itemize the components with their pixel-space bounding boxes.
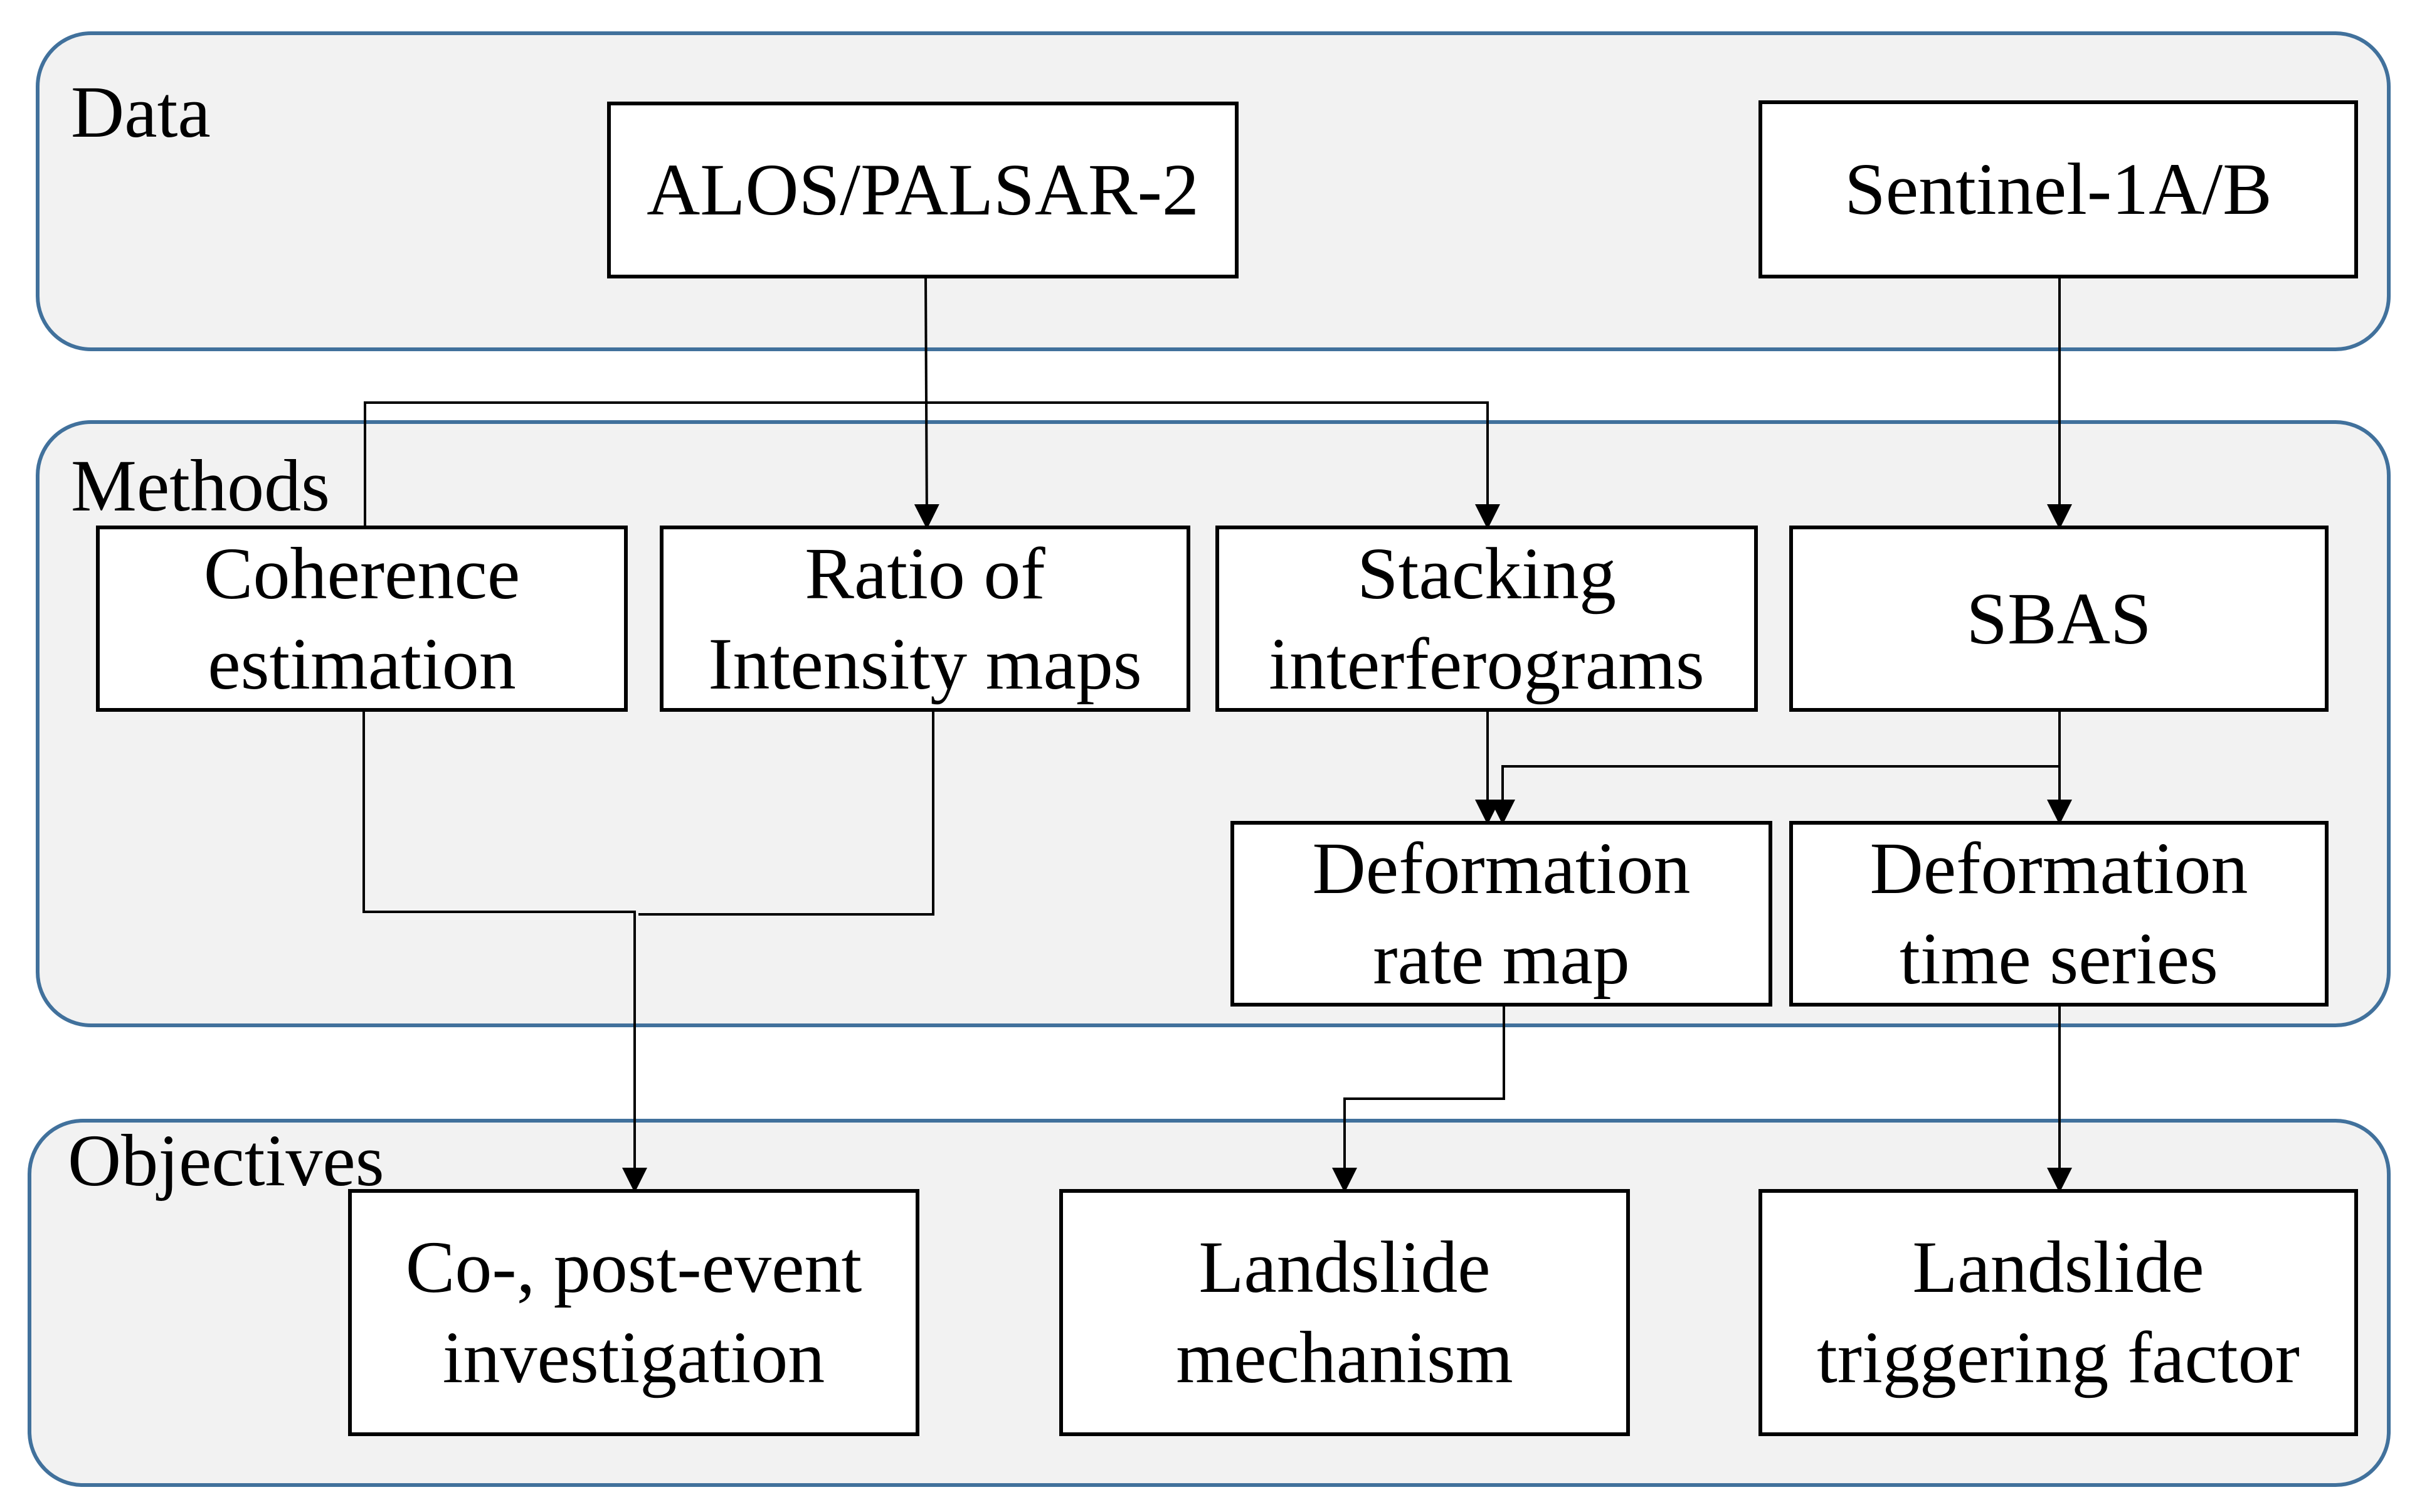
sbas-box: SBAS [1789,526,2329,712]
ratio-of-intensity-maps-box: Ratio of Intensity maps [660,526,1190,712]
objectives-panel-label: Objectives [68,1119,384,1202]
edge-rate-map-to-mechanism [1332,1005,1505,1193]
sentinel-1ab-box: Sentinel-1A/B [1758,100,2358,278]
data-panel-label: Data [71,71,211,153]
edge-ratio-to-investigation [638,711,934,916]
deformation-time-series-box: Deformation time series [1789,821,2329,1007]
alos-palsar-2-box: ALOS/PALSAR-2 [607,102,1239,278]
landslide-mechanism-box: Landslide mechanism [1059,1189,1630,1436]
methods-panel-label: Methods [71,445,330,527]
stacking-interferograms-box: Stacking interferograms [1215,526,1758,712]
co-post-event-investigation-box: Co-, post-event investigation [348,1189,919,1436]
coherence-estimation-box: Coherence estimation [96,526,628,712]
landslide-triggering-factor-box: Landslide triggering factor [1758,1189,2358,1436]
edge-sbas-to-rate-map [1490,711,2061,825]
edge-coherence-to-investigation [362,711,647,1193]
deformation-rate-map-box: Deformation rate map [1230,821,1772,1007]
edge-coherence-to-stacking [364,401,1500,529]
